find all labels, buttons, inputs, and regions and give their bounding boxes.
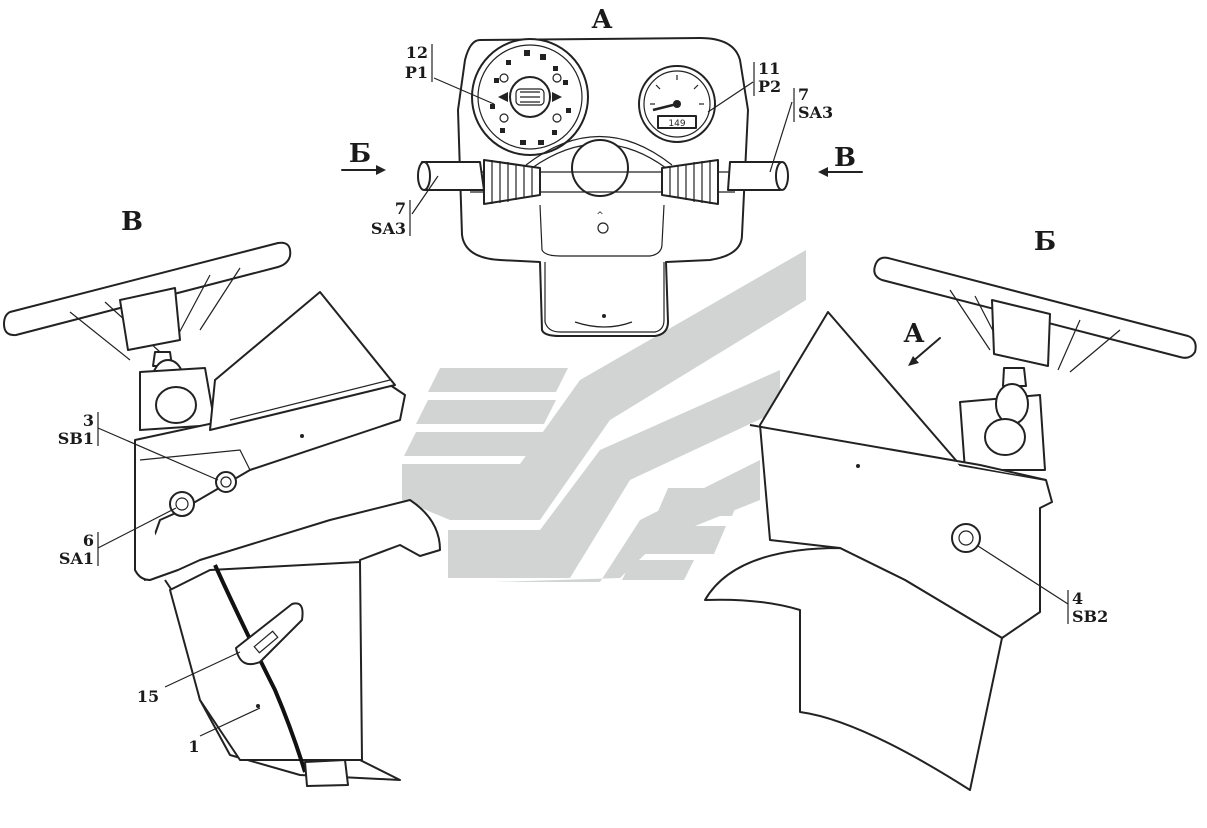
callout-4-num: 4 bbox=[1072, 589, 1083, 608]
callout-p1-code: P1 bbox=[405, 63, 428, 82]
arrow-label-left: Б bbox=[349, 139, 371, 169]
handle-left-sa3 bbox=[417, 159, 541, 205]
callout-sa3-right-code: SA3 bbox=[798, 103, 833, 122]
callout-sb1-code: SB1 bbox=[58, 429, 94, 448]
part-1-label: 1 bbox=[188, 737, 199, 756]
callout-12-num: 12 bbox=[406, 43, 428, 62]
handle-right-sa3 bbox=[661, 159, 789, 205]
callout-3-num: 3 bbox=[83, 411, 94, 430]
watermark-logo bbox=[402, 250, 806, 582]
callout-p2-code: P2 bbox=[758, 77, 781, 96]
callout-7-right-num: 7 bbox=[798, 85, 809, 104]
view-left-assembly bbox=[3, 241, 441, 787]
button-sb2 bbox=[951, 523, 981, 553]
view-arrows bbox=[341, 165, 941, 366]
steering-wheel-left bbox=[3, 241, 292, 337]
view-label-right: Б bbox=[1034, 227, 1056, 257]
switch-sa1 bbox=[169, 491, 195, 517]
tacho-readout-box bbox=[657, 115, 697, 129]
steering-hub bbox=[571, 139, 629, 197]
callout-sb2-code: SB2 bbox=[1072, 607, 1108, 626]
callout-6-num: 6 bbox=[83, 531, 94, 550]
arrow-label-right: В bbox=[834, 143, 856, 173]
view-a-dashboard: ^ bbox=[417, 37, 789, 337]
steering-wheel-right bbox=[873, 256, 1197, 359]
part-15-label: 15 bbox=[137, 687, 159, 706]
leader-lines bbox=[97, 77, 1069, 737]
view-label-a: А bbox=[591, 5, 612, 35]
view-label-left: В bbox=[121, 207, 143, 237]
gauge-p1 bbox=[471, 38, 589, 156]
svg-text:^: ^ bbox=[596, 211, 604, 221]
callout-sa1-code: SA1 bbox=[59, 549, 94, 568]
gauge-p2: 149 bbox=[638, 65, 716, 143]
arrow-label-a: А bbox=[903, 319, 924, 349]
button-sb1 bbox=[215, 471, 237, 493]
callout-sa3-left-code: SA3 bbox=[371, 219, 406, 238]
tacho-readout: 149 bbox=[668, 119, 685, 129]
view-right-assembly bbox=[704, 256, 1197, 791]
callout-7-left-num: 7 bbox=[395, 199, 406, 218]
callout-11-num: 11 bbox=[758, 59, 780, 78]
